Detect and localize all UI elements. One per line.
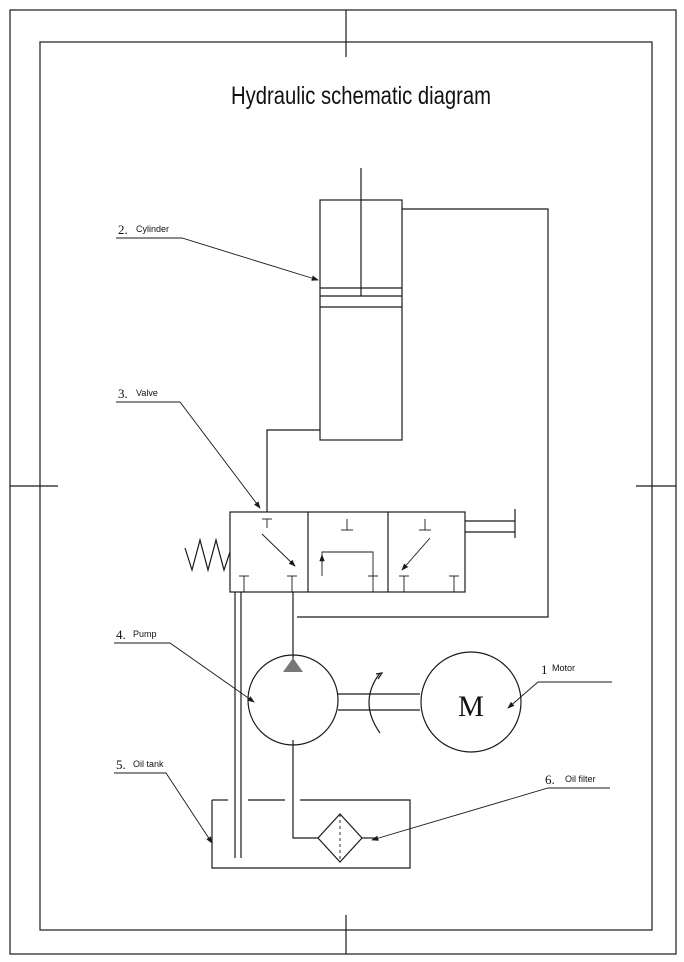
oil-tank-number: 5. xyxy=(116,757,126,772)
oil-filter-label: Oil filter xyxy=(565,774,596,784)
motor-m-label: M xyxy=(458,690,484,723)
drive-shaft-coupling xyxy=(338,672,420,734)
drawing-frame xyxy=(9,9,677,955)
pump-label: Pump xyxy=(133,629,157,639)
cylinder-label: Cylinder xyxy=(136,224,169,234)
oil-tank-label: Oil tank xyxy=(133,759,164,769)
cylinder-number: 2. xyxy=(118,222,128,237)
motor-symbol xyxy=(420,651,522,753)
motor-number: 1 xyxy=(541,662,548,677)
leader-lines xyxy=(114,237,612,844)
hydraulic-lines xyxy=(234,208,549,858)
cylinder-symbol xyxy=(319,168,403,441)
oil-filter-symbol xyxy=(317,813,376,863)
valve-label: Valve xyxy=(136,388,158,398)
valve-number: 3. xyxy=(118,386,128,401)
oil-tank-symbol xyxy=(211,799,411,869)
motor-label: Motor xyxy=(552,663,575,673)
diagram-title: Hydraulic schematic diagram xyxy=(231,82,491,110)
pump-symbol xyxy=(247,654,339,746)
pump-number: 4. xyxy=(116,627,126,642)
oil-filter-number: 6. xyxy=(545,772,555,787)
valve-symbol xyxy=(184,509,516,593)
